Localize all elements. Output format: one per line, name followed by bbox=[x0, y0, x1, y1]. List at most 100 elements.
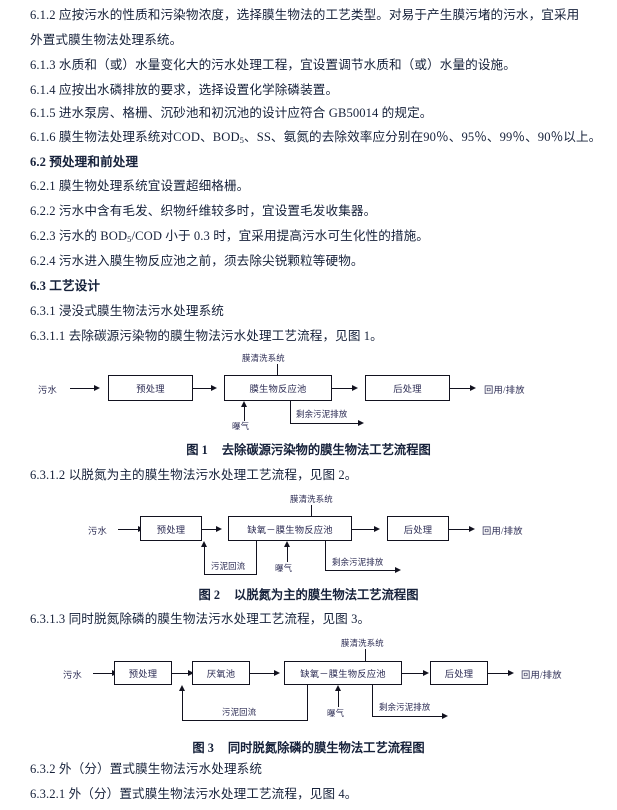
figure-3-cleaning-connector bbox=[365, 649, 366, 665]
figure-2-link-2 bbox=[352, 529, 377, 530]
figure-2-node-pretreatment-label: 预处理 bbox=[156, 525, 186, 536]
figure-3-inlet-line bbox=[93, 673, 115, 674]
figure-3-return-right-vertical bbox=[307, 685, 308, 721]
figure-2-outlet-label: 回用/排放 bbox=[482, 527, 523, 537]
clause-6-1-2-line2: 外置式膜生物法处理系统。 bbox=[30, 33, 183, 47]
figure-3-return-horizontal bbox=[182, 720, 307, 721]
figure-2-number: 图 2 bbox=[198, 588, 221, 602]
figure-1-node-pretreatment-label: 预处理 bbox=[136, 385, 165, 395]
figure-1-aeration-label: 曝气 bbox=[232, 422, 250, 431]
clause-6-1-6-subscript: 5 bbox=[239, 134, 245, 145]
figure-3-node-posttreatment-label: 后处理 bbox=[444, 670, 474, 680]
clause-6-3-1-2: 6.3.1.2 以脱氮为主的膜生物法污水处理工艺流程，见图 2。 bbox=[30, 468, 358, 482]
figure-3-sludge-return-label: 污泥回流 bbox=[222, 708, 257, 717]
figure-2-inlet-label: 污水 bbox=[88, 527, 107, 537]
figure-1-inlet-label: 污水 bbox=[38, 386, 57, 396]
figure-3-caption: 图 3 同时脱氮除磷的膜生物法工艺流程图 bbox=[0, 738, 617, 756]
figure-2-return-horizontal bbox=[204, 574, 256, 575]
figure-1-sludge-horizontal bbox=[290, 423, 360, 424]
figure-1-outlet-line bbox=[450, 388, 472, 389]
figure-3-aeration-connector bbox=[338, 691, 339, 707]
figure-1-diagram: 膜清洗系统 污水 预处理 膜生物反应池 后处理 回用/排放 曝气 bbox=[0, 352, 617, 432]
clause-6-1-3: 6.1.3 水质和（或）水量变化大的污水处理工程，宜设置调节水质和（或）水量的设… bbox=[30, 58, 516, 72]
figure-2-node-anoxic-membrane-bioreactor: 缺氧－膜生物反应池 bbox=[228, 516, 352, 541]
figure-2-sludge-return-label: 污泥回流 bbox=[211, 562, 246, 571]
figure-1-node-membrane-bioreactor-label: 膜生物反应池 bbox=[249, 385, 307, 395]
figure-2-link-1-arrowhead bbox=[216, 525, 222, 532]
figure-3-node-posttreatment: 后处理 bbox=[430, 661, 488, 685]
figure-3-link-1-arrowhead bbox=[188, 669, 194, 676]
figure-3-link-3-arrowhead bbox=[423, 669, 429, 676]
figure-2-node-pretreatment: 预处理 bbox=[140, 516, 202, 541]
figure-1-number: 图 1 bbox=[186, 443, 208, 457]
figure-2-caption: 图 2 以脱氮为主的膜生物法工艺流程图 bbox=[0, 585, 617, 603]
figure-3-sludge-vertical bbox=[372, 685, 373, 717]
figure-1-node-posttreatment: 后处理 bbox=[365, 375, 450, 401]
figure-2-return-arrowhead bbox=[200, 541, 207, 547]
clause-6-1-5: 6.1.5 进水泵房、格栅、沉砂池和初沉池的设计应符合 GB50014 的规定。 bbox=[30, 106, 433, 120]
figure-3-inlet-label: 污水 bbox=[63, 671, 82, 681]
figure-1-link-1 bbox=[193, 388, 213, 389]
figure-3-sludge-horizontal bbox=[372, 716, 444, 717]
figure-1-cleaning-connector bbox=[277, 364, 278, 381]
figure-2-membrane-cleaning-label: 膜清洗系统 bbox=[290, 495, 333, 504]
figure-2-sludge-arrowhead bbox=[395, 566, 401, 573]
figure-3-outlet-arrowhead bbox=[508, 669, 514, 676]
figure-3-link-2-arrowhead bbox=[274, 669, 280, 676]
figure-3-node-anoxic-membrane-bioreactor-label: 缺氧－膜生物反应池 bbox=[300, 670, 386, 680]
figure-2-sludge-vertical bbox=[325, 541, 326, 571]
figure-3-node-anaerobic-tank-label: 厌氧池 bbox=[206, 670, 236, 680]
figure-3-link-2 bbox=[250, 673, 278, 674]
figure-2-outlet-line bbox=[449, 529, 471, 530]
figure-1-outlet-label: 回用/排放 bbox=[484, 386, 525, 396]
clause-6-3-1: 6.3.1 浸没式膜生物法污水处理系统 bbox=[30, 304, 224, 318]
figure-2-cleaning-connector bbox=[311, 505, 312, 522]
figure-1-node-membrane-bioreactor: 膜生物反应池 bbox=[224, 375, 332, 401]
clause-6-3-1-1: 6.3.1.1 去除碳源污染物的膜生物法污水处理工艺流程，见图 1。 bbox=[30, 329, 383, 343]
clause-6-1-6: 6.1.6 膜生物法处理系统对COD、BOD5、SS、氨氮的去除效率应分别在90… bbox=[30, 130, 601, 148]
figure-3-title: 同时脱氮除磷的膜生物法工艺流程图 bbox=[227, 741, 425, 755]
figure-3-node-anaerobic-tank: 厌氧池 bbox=[192, 661, 250, 685]
figure-2-title: 以脱氮为主的膜生物法工艺流程图 bbox=[234, 588, 419, 602]
figure-1-membrane-cleaning-label: 膜清洗系统 bbox=[242, 354, 285, 363]
clause-6-1-6-prefix: 6.1.6 膜生物法处理系统对COD、BOD bbox=[30, 130, 240, 144]
figure-1-title: 去除碳源污染物的膜生物法工艺流程图 bbox=[221, 443, 431, 457]
figure-2-diagram: 膜清洗系统 污水 预处理 缺氧－膜生物反应池 后处理 回用/排放 污泥回流 bbox=[0, 493, 617, 578]
clause-6-1-2-line1: 6.1.2 应按污水的性质和污染物浓度，选择膜生物法的工艺类型。对易于产生膜污堵… bbox=[30, 8, 580, 22]
figure-3-sludge-arrowhead bbox=[442, 712, 448, 719]
clause-6-2-3: 6.2.3 污水的 BOD5/COD 小于 0.3 时，宜采用提高污水可生化性的… bbox=[30, 229, 429, 247]
clause-6-2-3-suffix: /COD 小于 0.3 时，宜采用提高污水可生化性的措施。 bbox=[131, 229, 429, 243]
clause-6-1-4: 6.1.4 应按出水磷排放的要求，选择设置化学除磷装置。 bbox=[30, 83, 339, 97]
figure-2-link-2-arrowhead bbox=[374, 525, 380, 532]
figure-1-link-1-arrowhead bbox=[211, 384, 217, 391]
figure-2-sludge-horizontal bbox=[325, 570, 397, 571]
figure-3-return-arrowhead bbox=[178, 685, 185, 691]
figure-1-sludge-discharge-label: 剩余污泥排放 bbox=[296, 410, 348, 419]
figure-1-outlet-arrowhead bbox=[470, 384, 476, 391]
figure-1-caption: 图 1 去除碳源污染物的膜生物法工艺流程图 bbox=[0, 440, 617, 458]
figure-2-inlet-line bbox=[118, 529, 140, 530]
figure-2-link-1 bbox=[202, 529, 220, 530]
clause-6-2-3-prefix: 6.2.3 污水的 BOD bbox=[30, 229, 128, 243]
figure-3-outlet-label: 回用/排放 bbox=[521, 671, 562, 681]
clause-6-2-3-subscript: 5 bbox=[127, 233, 132, 244]
figure-3-number: 图 3 bbox=[192, 741, 214, 755]
figure-2-outlet-arrowhead bbox=[469, 525, 475, 532]
figure-1-sludge-arrowhead bbox=[358, 419, 364, 426]
figure-1-aeration-connector bbox=[244, 407, 245, 421]
clause-6-2-2: 6.2.2 污水中含有毛发、织物纤维较多时，宜设置毛发收集器。 bbox=[30, 204, 377, 218]
figure-2-return-left-vertical bbox=[204, 547, 205, 575]
figure-3-node-anoxic-membrane-bioreactor: 缺氧－膜生物反应池 bbox=[284, 661, 402, 685]
figure-3-membrane-cleaning-label: 膜清洗系统 bbox=[341, 639, 384, 648]
clause-6-3-2: 6.3.2 外（分）置式膜生物法污水处理系统 bbox=[30, 762, 263, 776]
figure-3-link-1 bbox=[172, 673, 192, 674]
figure-2-aeration-label: 曝气 bbox=[275, 564, 293, 573]
heading-6-3: 6.3 工艺设计 bbox=[30, 279, 101, 293]
figure-1-link-2 bbox=[332, 388, 354, 389]
figure-1-aeration-arrowhead bbox=[240, 401, 247, 407]
figure-2-aeration-connector bbox=[287, 547, 288, 562]
clause-6-1-6-suffix: 、SS、氨氮的去除效率应分别在90％、95％、99％、90％以上。 bbox=[244, 130, 602, 144]
figure-1-sludge-vertical bbox=[290, 401, 291, 424]
figure-2-node-anoxic-membrane-bioreactor-label: 缺氧－膜生物反应池 bbox=[247, 525, 333, 536]
